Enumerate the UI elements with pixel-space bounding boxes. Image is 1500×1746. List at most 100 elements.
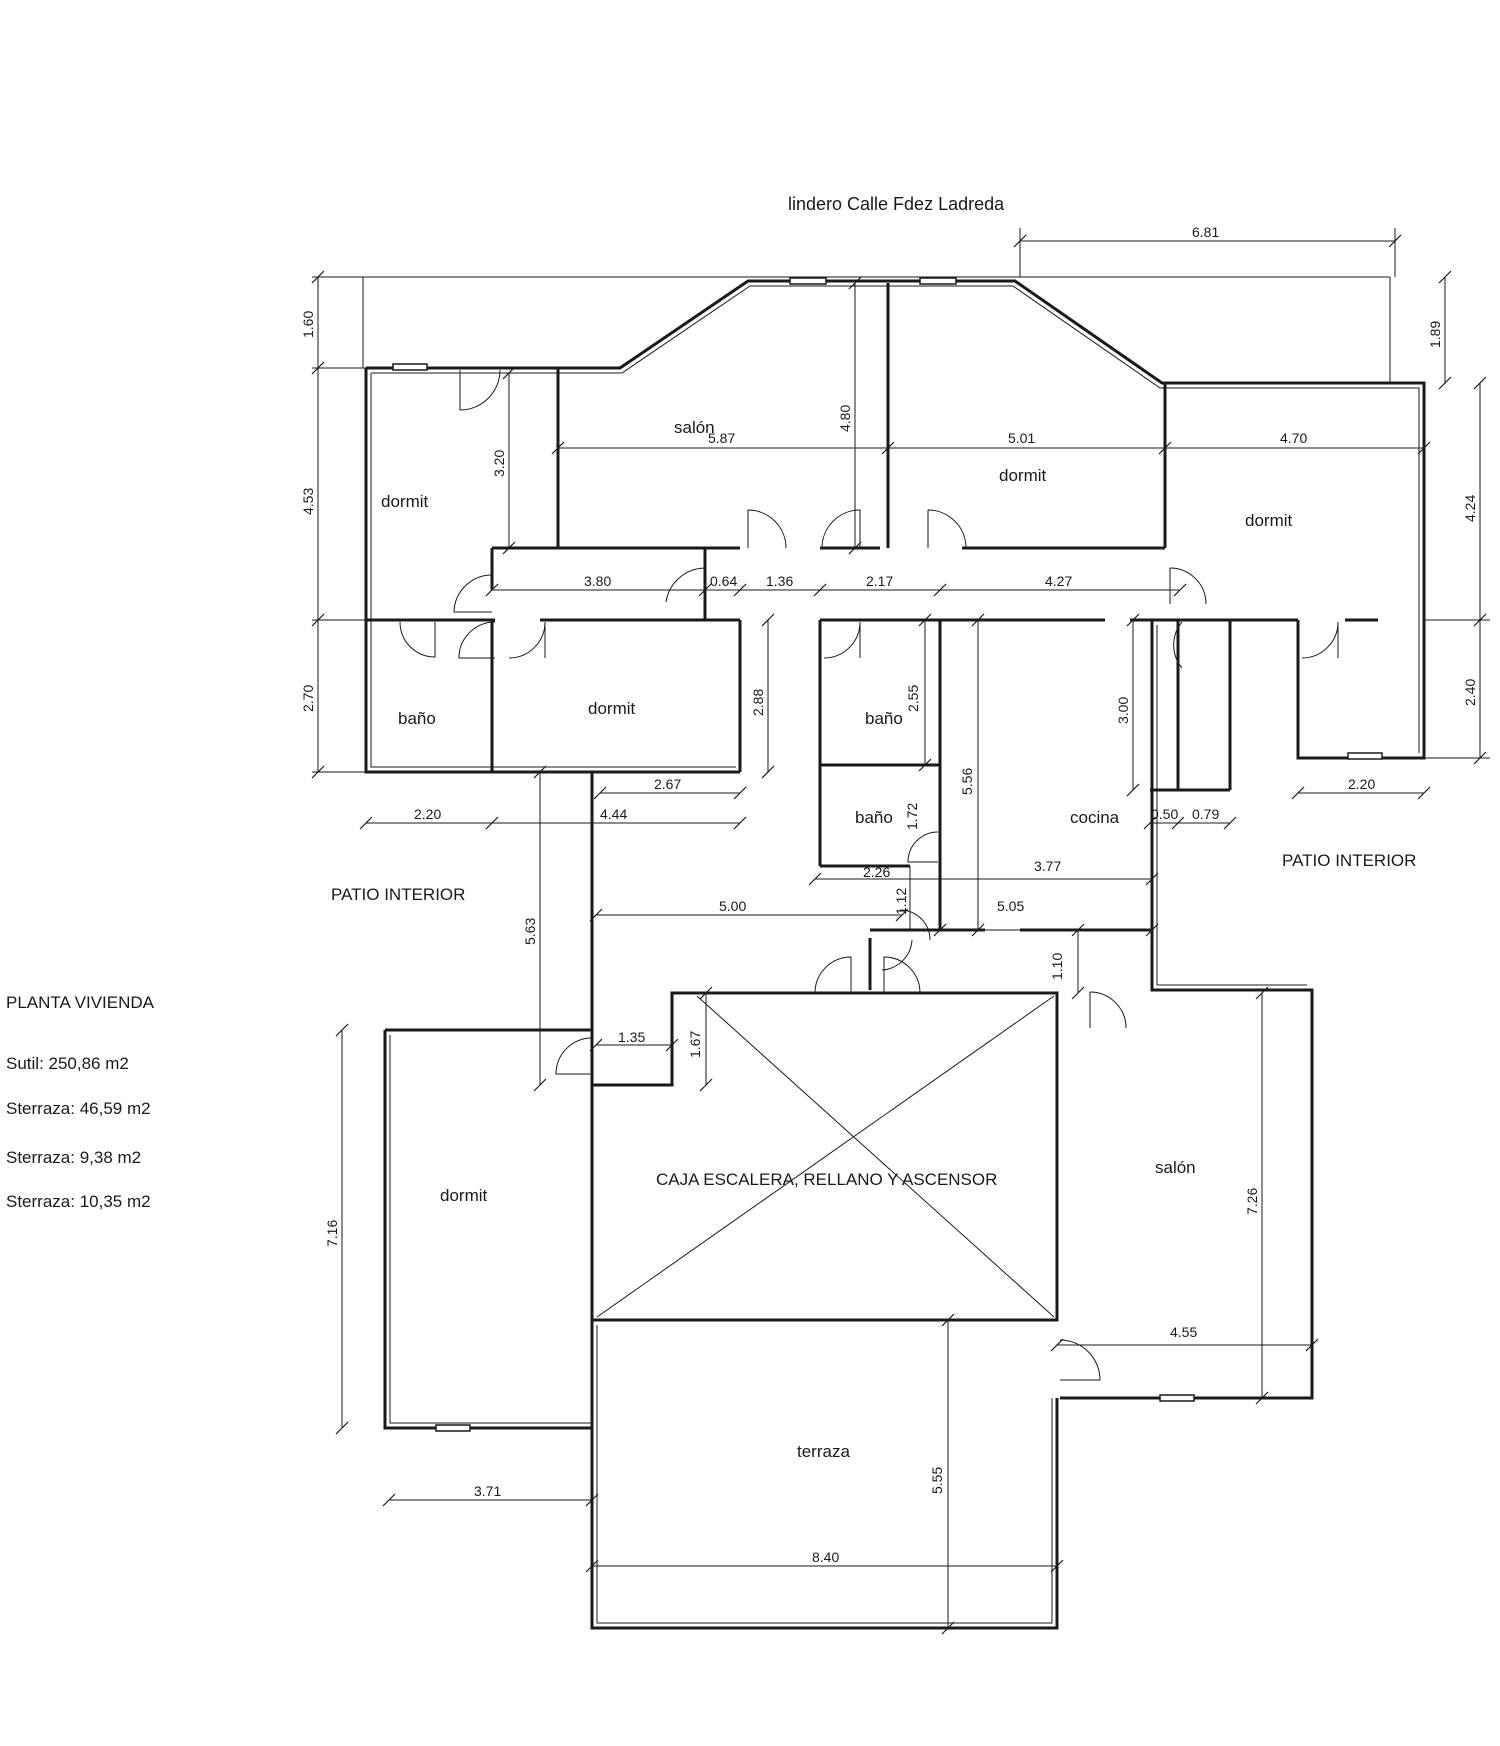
dimension-tick [311, 270, 325, 284]
door-swing [508, 621, 546, 659]
window [1347, 752, 1383, 760]
summary-line-2: Sterraza: 46,59 m2 [6, 1099, 151, 1118]
dimension-tick [585, 1559, 599, 1573]
dimension-tick [698, 583, 712, 597]
door-swing [1169, 567, 1207, 605]
dimension-tick [1473, 751, 1487, 765]
room-caja-escalera: CAJA ESCALERA, RELLANO Y ASCENSOR [656, 1170, 997, 1189]
dim-5-87: 5.87 [708, 430, 735, 446]
dim-1-10: 1.10 [1049, 953, 1065, 980]
dimension-tick [895, 908, 909, 922]
interior-walls [366, 283, 1378, 990]
room-salon-top: salón [674, 418, 715, 437]
exterior-walls [364, 279, 1426, 1630]
dimension-tick [733, 816, 747, 830]
dimension-tick [933, 923, 947, 937]
dimension-tick [941, 1313, 955, 1327]
door-swing [1089, 991, 1127, 1029]
dimension-tick [1071, 923, 1085, 937]
room-dormit-sw: dormit [440, 1186, 488, 1205]
dim-2-17: 2.17 [866, 573, 893, 589]
door-swing [747, 509, 787, 549]
dimension-tick [589, 908, 603, 922]
dim-4-27: 4.27 [1045, 573, 1072, 589]
dimension-tick [1473, 376, 1487, 390]
dimension-tick [1417, 441, 1431, 455]
door-swing [399, 621, 436, 658]
street-label: lindero Calle Fdez Ladreda [788, 194, 1005, 214]
window [1159, 1394, 1195, 1402]
dim-5-55: 5.55 [929, 1467, 945, 1494]
dimension-tick [311, 361, 325, 375]
dimension-tick [1126, 613, 1140, 627]
dim-4-70: 4.70 [1280, 430, 1307, 446]
room-bano-mid: baño [865, 709, 903, 728]
dimension-tick [848, 541, 862, 555]
dim-0-64: 0.64 [710, 573, 737, 589]
dim-5-00: 5.00 [719, 898, 746, 914]
room-cocina: cocina [1070, 808, 1120, 827]
dim-2-70: 2.70 [300, 685, 316, 712]
room-dormit-w: dormit [588, 699, 636, 718]
dim-3-77: 3.77 [1034, 858, 1061, 874]
patio-right: PATIO INTERIOR [1282, 851, 1416, 870]
dimension-tick [1473, 613, 1487, 627]
dimension-tick [1126, 783, 1140, 797]
plot-boundary [362, 276, 1391, 383]
dim-1-60: 1.60 [300, 311, 316, 338]
dimension-tick [918, 758, 932, 772]
window [789, 277, 827, 285]
dimension-tick [933, 583, 947, 597]
dimension-tick [533, 1078, 547, 1092]
dim-2-67: 2.67 [654, 776, 681, 792]
dimension-tick [1388, 234, 1402, 248]
door-swing [555, 1037, 593, 1075]
dimension-lines [312, 228, 1490, 1628]
door-swing [458, 621, 496, 659]
dimension-tick [808, 872, 822, 886]
dimension-tick [311, 613, 325, 627]
dimension-tick [311, 765, 325, 779]
dimension-tick [848, 276, 862, 290]
dim-2-20-b: 2.20 [1348, 776, 1375, 792]
summary-line-4: Sterraza: 10,35 m2 [6, 1192, 151, 1211]
door-swing [907, 831, 939, 863]
dimension-tick [382, 1493, 396, 1507]
dimension-tick [1171, 816, 1185, 830]
dimension-tick [1145, 872, 1159, 886]
dimension-tick [881, 441, 895, 455]
dimension-tick [1050, 1338, 1064, 1352]
dim-7-16: 7.16 [324, 1220, 340, 1247]
summary-title: PLANTA VIVIENDA [6, 993, 155, 1012]
dim-5-01: 5.01 [1008, 430, 1035, 446]
room-dormit-ne: dormit [1245, 511, 1293, 530]
doors [399, 369, 1339, 1381]
dim-1-36: 1.36 [766, 573, 793, 589]
dimension-tick [1255, 1391, 1269, 1405]
dimension-tick [971, 613, 985, 627]
dim-2-20-a: 2.20 [414, 806, 441, 822]
summary-line-1: Sutil: 250,86 m2 [6, 1054, 129, 1073]
room-dormit-nw: dormit [381, 492, 429, 511]
dimension-tick [733, 583, 747, 597]
dimension-tick [918, 613, 932, 627]
dimension-tick [502, 541, 516, 555]
dimension-tick [485, 816, 499, 830]
dimension-tick [335, 1421, 349, 1435]
door-swing [883, 956, 921, 994]
dim-8-40: 8.40 [812, 1549, 839, 1565]
dimension-tick [593, 786, 607, 800]
door-swing [1301, 621, 1339, 659]
dimension-tick [941, 1621, 955, 1635]
dimension-tick [813, 583, 827, 597]
dim-5-63: 5.63 [522, 918, 538, 945]
window [435, 1424, 471, 1432]
dim-0-50: 0.50 [1151, 806, 1178, 822]
dimension-tick [761, 765, 775, 779]
dimension-ticks [311, 234, 1487, 1635]
dim-1-35: 1.35 [618, 1029, 645, 1045]
dim-0-79: 0.79 [1192, 806, 1219, 822]
dimension-tick [1145, 923, 1159, 937]
dimension-tick [1071, 986, 1085, 1000]
dimension-tick [733, 786, 747, 800]
